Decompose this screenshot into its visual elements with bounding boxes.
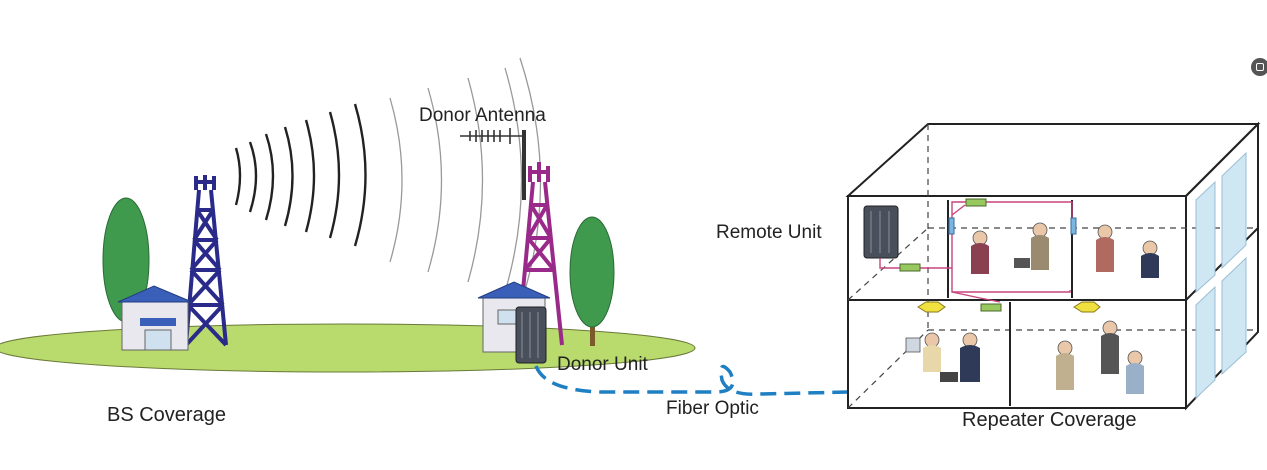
bs-coverage-label: BS Coverage xyxy=(107,404,226,426)
bs-tower xyxy=(184,175,228,347)
person xyxy=(1096,224,1114,272)
indoor-antennas xyxy=(899,198,1101,313)
radio-waves xyxy=(234,103,367,247)
repeater-coverage-label: Repeater Coverage xyxy=(962,409,1137,431)
person xyxy=(1056,340,1074,390)
person xyxy=(1126,350,1144,394)
office-people xyxy=(905,222,1159,394)
donor-unit-label: Donor Unit xyxy=(557,354,648,375)
fiber-optic-cable xyxy=(534,364,851,396)
building-windows xyxy=(1195,151,1247,400)
person xyxy=(1141,240,1159,278)
remote-unit-box xyxy=(863,205,899,259)
donor-building xyxy=(477,281,551,353)
donor-antenna xyxy=(460,128,526,200)
expand-icon[interactable] xyxy=(1251,58,1267,76)
tree-right xyxy=(569,216,615,346)
person xyxy=(1014,222,1049,270)
remote-unit-label: Remote Unit xyxy=(716,222,822,243)
radio-waves-faint xyxy=(389,57,542,301)
person xyxy=(940,332,980,382)
person xyxy=(905,332,941,372)
donor-unit-box xyxy=(515,306,547,364)
person xyxy=(971,230,989,274)
donor-antenna-label: Donor Antenna xyxy=(419,105,546,126)
fiber-optic-label: Fiber Optic xyxy=(666,398,759,419)
indoor-cabling xyxy=(879,201,1073,303)
person xyxy=(1101,320,1119,374)
bs-building xyxy=(117,285,193,351)
